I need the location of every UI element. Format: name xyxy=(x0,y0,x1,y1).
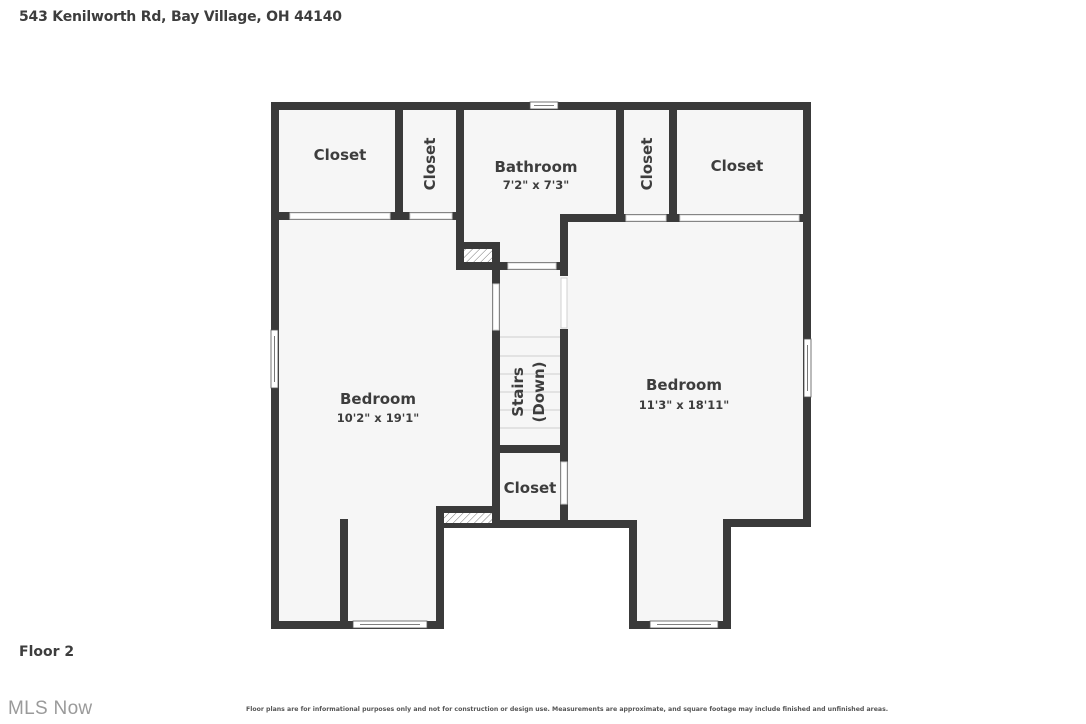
windows xyxy=(270,101,812,629)
brand-logo: MLS Now xyxy=(8,698,93,719)
room-closet-top-right: Closet xyxy=(711,157,764,175)
disclaimer-text: Floor plans are for informational purpos… xyxy=(246,706,889,713)
property-address: 543 Kenilworth Rd, Bay Village, OH 44140 xyxy=(19,9,342,25)
room-bathroom-dimensions: 7'2" x 7'3" xyxy=(503,178,569,192)
room-bedroom-right: Bedroom xyxy=(646,376,722,394)
room-bedroom-left-dimensions: 10'2" x 19'1" xyxy=(337,411,419,425)
room-closet-top-left: Closet xyxy=(314,146,367,164)
room-bedroom-right-dimensions: 11'3" x 18'11" xyxy=(639,398,729,412)
hatched-shafts xyxy=(444,249,492,523)
room-bathroom: Bathroom xyxy=(494,158,577,176)
room-stairs-note: (Down) xyxy=(530,361,548,422)
room-stairs: Stairs xyxy=(509,367,527,417)
stairs-treads xyxy=(500,330,560,445)
room-closet-center: Closet xyxy=(504,479,557,497)
doorways xyxy=(289,212,800,505)
room-labels: Closet Closet Bathroom 7'2" x 7'3" Close… xyxy=(314,138,764,497)
room-closet-top-left-narrow: Closet xyxy=(421,138,439,191)
floor-label: Floor 2 xyxy=(19,644,75,660)
room-bedroom-left: Bedroom xyxy=(340,390,416,408)
room-closet-top-right-narrow: Closet xyxy=(638,138,656,191)
